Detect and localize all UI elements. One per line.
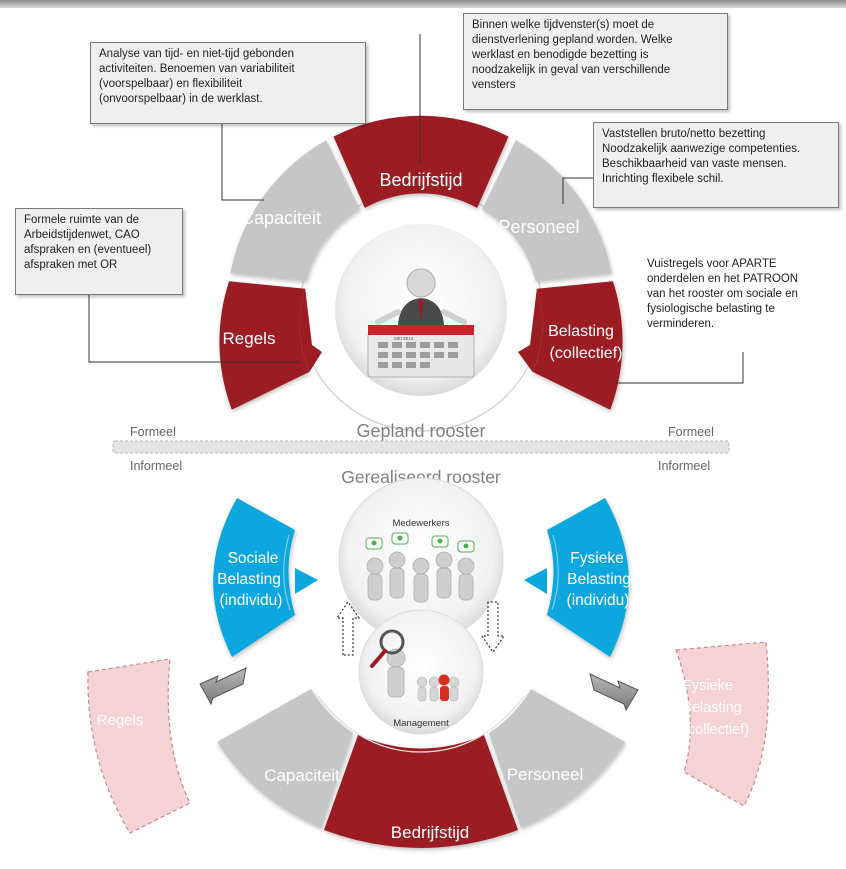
label-fysieke-3: (individu) [567,592,630,609]
belasting-notch [518,288,543,372]
label-ghost-fysieke-3: (collectief) [683,722,749,738]
connector-capaciteit [221,122,264,201]
top-wheel: MEI 2014 Bedrijfstijd Capaciteit Persone… [219,115,623,441]
informeel-right: Informeel [658,459,710,473]
informeel-left: Informeel [130,459,182,473]
connector-lines [88,34,744,384]
ghost-segment-regels[interactable]: Regels [87,658,191,834]
planner-calendar-icon: MEI 2014 [367,268,475,378]
chat-bubbles-icon [365,532,475,553]
label-bedrijfstijd: Bedrijfstijd [379,170,462,190]
label-ghost-fysieke-2: Belasting [682,700,742,716]
label-belasting-2: (collectief) [550,345,623,362]
calendar-month-label: MEI 2014 [394,336,414,341]
manager-magnifier-icon [370,629,460,702]
fysieke-notch [524,568,547,594]
connector-personeel [562,177,593,204]
note-bedrijfstijd: Binnen welke tijdvenster(s) moet de dien… [463,13,728,110]
bottom-segment-capaciteit[interactable] [217,689,353,828]
bottom-segment-fysieke-belasting[interactable] [547,498,629,657]
label-sociale-2: Belasting [217,571,281,588]
note-belasting: Vuistregels voor APARTE onderdelen en he… [647,258,799,330]
bottom-segment-personeel[interactable] [489,689,625,828]
divider-bar [112,440,730,454]
ghost-segment-fysieke-belasting[interactable]: Fysieke Belasting (collectief) [675,641,769,807]
arrow-left-to-ghost-icon [199,667,247,706]
note-regels: Formele ruimte van de Arbeidstijdenwet, … [15,208,183,295]
top-segment-bedrijfstijd[interactable] [333,115,509,208]
bottom-wheel: Medewerkers [213,477,631,848]
employees-group-icon [366,551,475,603]
bottom-segment-bedrijfstijd[interactable] [324,735,518,848]
caption-gerealiseerd-rooster: Gerealiseerd rooster [341,467,501,487]
label-ghost-regels: Regels [97,712,144,729]
label-regels: Regels [223,329,276,348]
label-capaciteit: Capaciteit [241,208,321,228]
label-bottom-bedrijfstijd: Bedrijfstijd [391,823,469,842]
top-segment-capaciteit[interactable] [230,140,360,282]
label-sociale-3: (individu) [220,592,283,609]
ghost-fysieke-shape [675,641,769,807]
note-capaciteit: Analyse van tijd- en niet-tijd gebonden … [90,42,366,124]
label-bottom-capaciteit: Capaciteit [264,766,340,785]
formeel-left: Formeel [130,425,176,439]
connector-belasting [615,352,744,384]
caption-gepland-rooster: Gepland rooster [356,421,485,441]
arrow-right-to-ghost-icon [589,673,639,712]
note-personeel: Vaststellen bruto/netto bezetting Noodza… [593,122,839,208]
formeel-right: Formeel [668,425,714,439]
regels-notch [299,288,322,372]
management-hub [358,609,484,735]
label-personeel: Personeel [498,217,579,237]
dashed-down-arrow-icon [480,601,506,654]
top-segment-regels[interactable] [219,281,310,410]
label-management: Management [393,718,449,729]
sociale-notch [295,568,318,594]
formal-informal-divider: Formeel Formeel Informeel Informeel [112,425,730,473]
label-ghost-fysieke-1: Fysieke [683,678,733,694]
label-belasting-1: Belasting [548,323,614,340]
top-gradient-bar [0,0,846,8]
bottom-segment-sociale-belasting[interactable] [213,498,295,657]
label-bottom-personeel: Personeel [507,765,584,784]
top-segment-personeel[interactable] [482,140,612,282]
label-medewerkers: Medewerkers [392,518,449,529]
label-fysieke-1: Fysieke [570,550,623,567]
label-fysieke-2: Belasting [567,571,631,588]
label-sociale-1: Sociale [228,550,279,567]
connector-regels [88,294,300,363]
top-segment-belasting[interactable] [520,281,623,410]
ghost-regels-shape [87,658,191,834]
dashed-up-arrow-icon [335,600,361,656]
